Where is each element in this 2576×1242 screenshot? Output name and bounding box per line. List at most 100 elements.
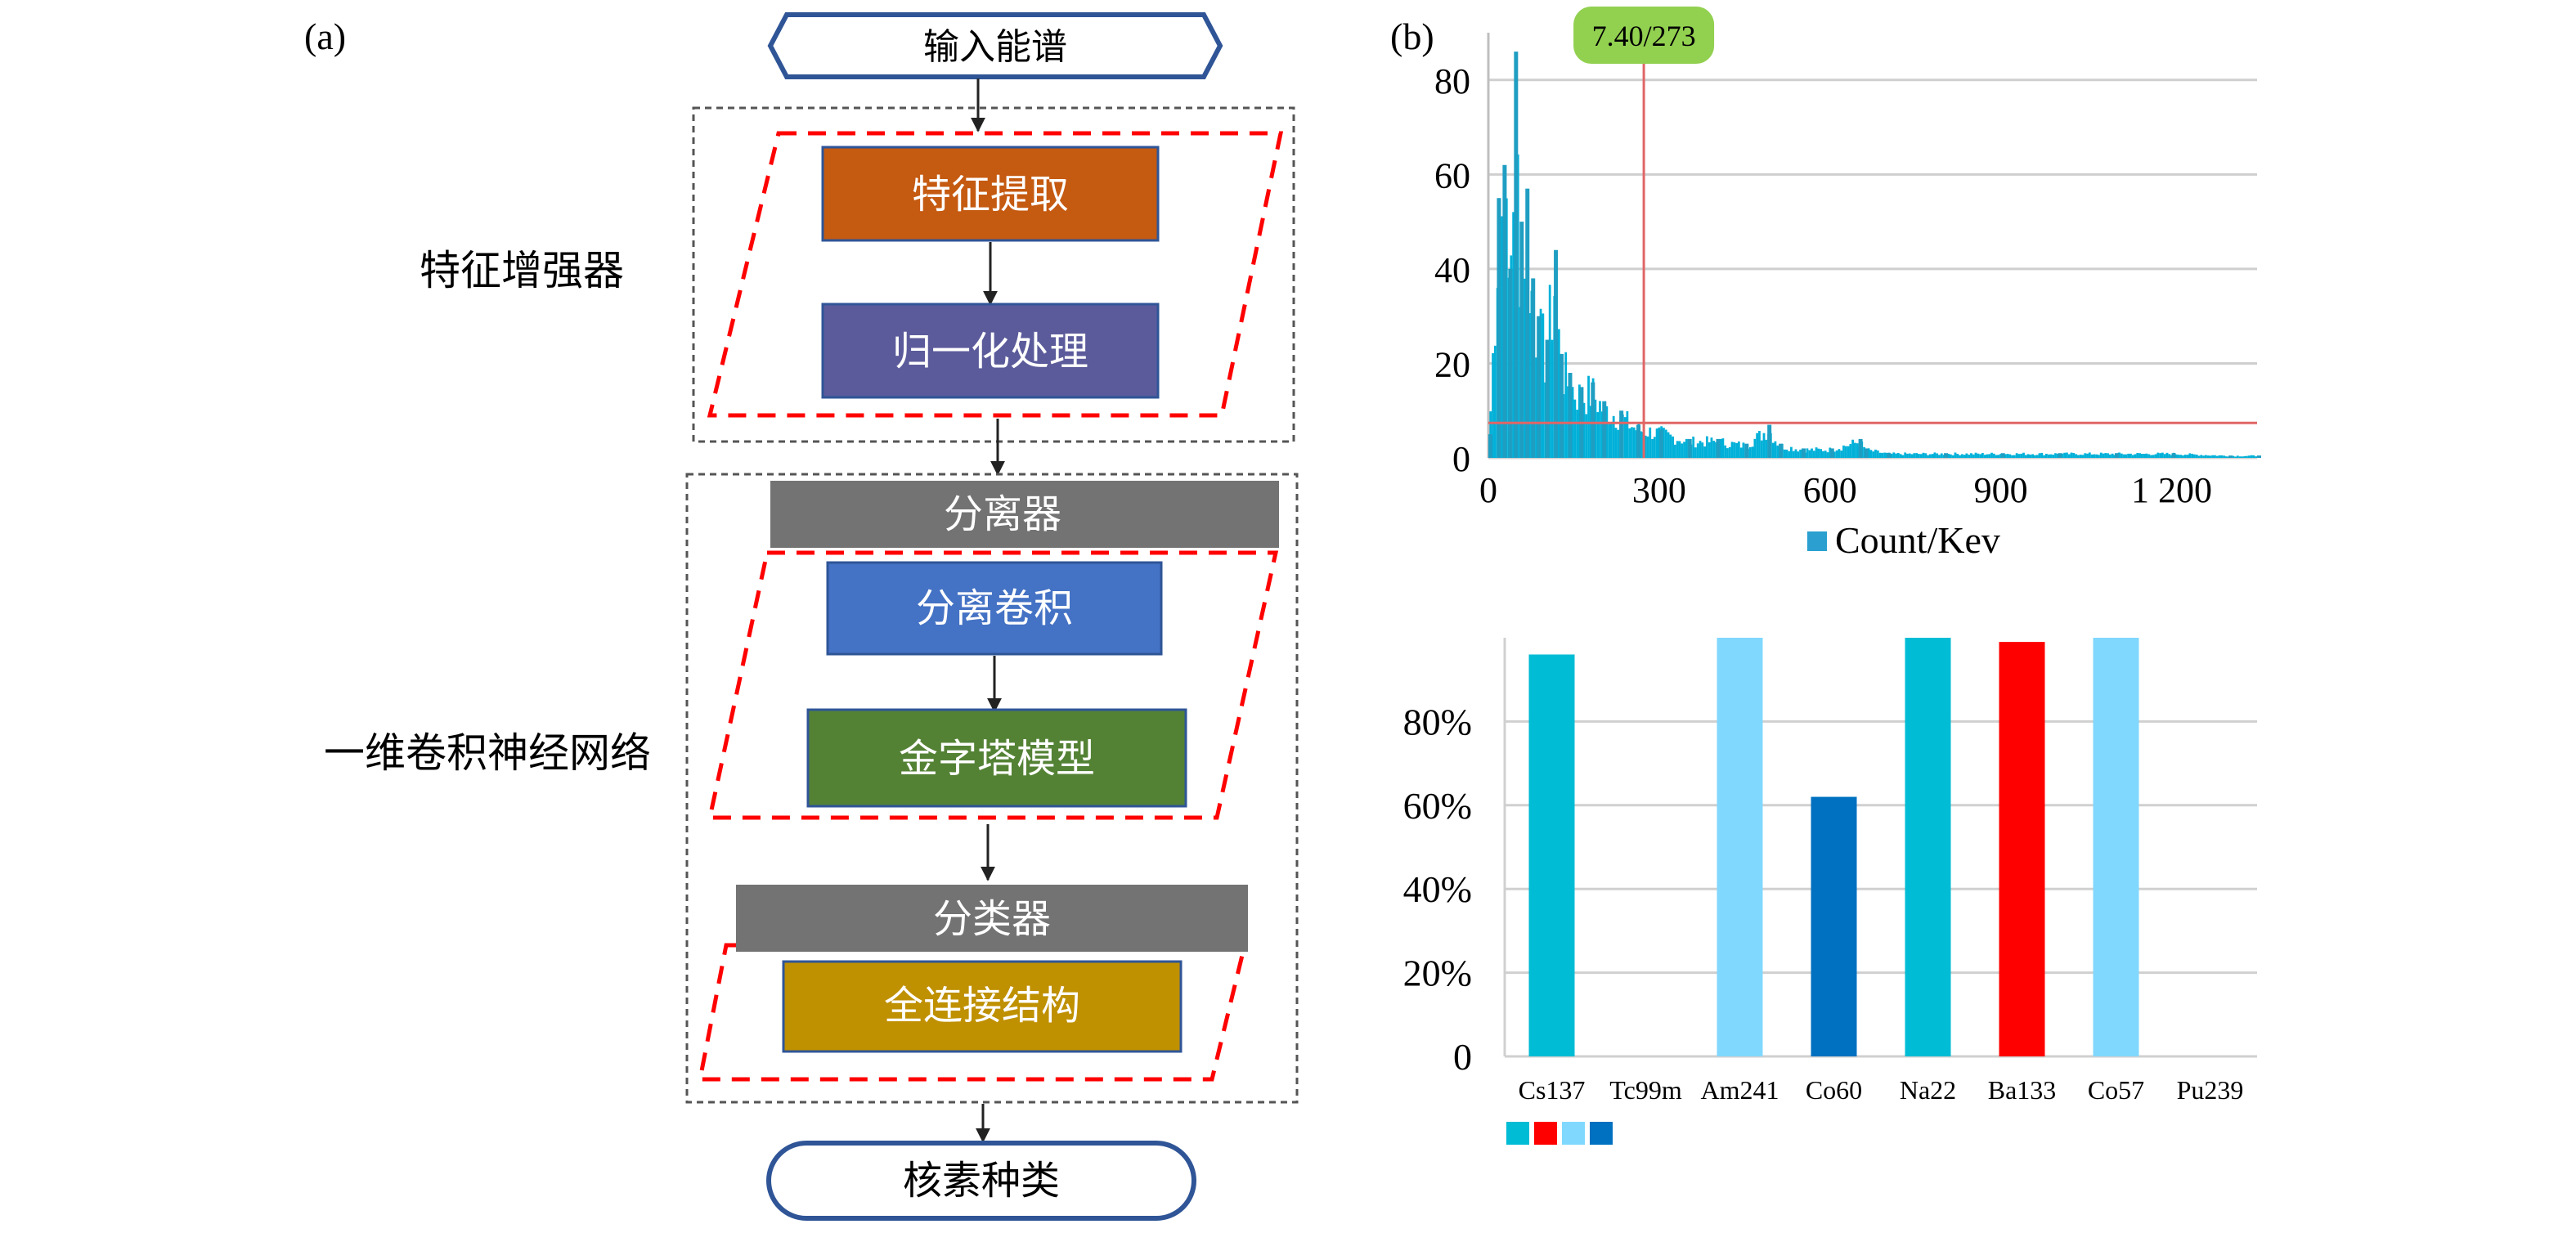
spectrum-bin (2202, 455, 2205, 458)
spectrum-bin (2168, 454, 2171, 458)
spectrum-bin (1730, 442, 1734, 458)
spectrum-bin (1822, 451, 1824, 458)
spectrum-bin (1954, 452, 1957, 458)
spectrum-bin (1646, 436, 1649, 458)
spectrum-bin (1653, 437, 1656, 458)
spectrum-bin (1733, 442, 1736, 458)
spectrum-bin (1737, 441, 1740, 458)
spectrum-bin (1820, 449, 1823, 458)
spectrum-bin (2154, 454, 2157, 458)
spectrum-bin (1924, 453, 1928, 458)
spectrum-bin (2093, 454, 2096, 458)
cursor-badge (1573, 7, 1715, 64)
spectrum-bin (2243, 455, 2246, 458)
spectrum-bin (1919, 454, 1923, 458)
spectrum-bin (1950, 454, 1952, 458)
spectrum-point (1829, 448, 1834, 458)
spectrum-bin (2052, 455, 2055, 458)
spectrum-point (1887, 453, 1892, 458)
spectrum-bin (1933, 452, 1936, 458)
spectrum-bin (2095, 454, 2098, 458)
spectrum-bin (1970, 453, 1972, 458)
spectrum-bin (1753, 438, 1757, 458)
bar-co60 (1811, 796, 1857, 1056)
spectrum-bin (2136, 452, 2139, 458)
spectrum-bin (2081, 455, 2085, 458)
spectrum-bin (2131, 455, 2134, 458)
spectrum-bin (1997, 455, 2000, 458)
spectrum-bin (1977, 453, 1980, 458)
spectrum-bin (1721, 438, 1725, 458)
spectrum-bin (1806, 448, 1809, 458)
spectrum-bin (2150, 455, 2152, 458)
spectrum-bin (2138, 453, 2141, 458)
spectrum-point (1519, 222, 1524, 458)
spectrum-bin (1664, 429, 1667, 458)
spectrum-bin (2218, 455, 2221, 458)
spectrum-bin (1760, 440, 1763, 458)
spectrum-bin (2179, 455, 2183, 458)
spectrum-bin (2118, 452, 2120, 458)
spectrum-x-tick-label: 1 200 (2131, 470, 2212, 510)
spectrum-bin (1922, 452, 1925, 458)
spectrum-y-tick-label: 80 (1434, 61, 1470, 101)
spectrum-bin (1683, 442, 1685, 458)
bar-legend (1506, 1122, 1613, 1145)
spectrum-bin (1856, 443, 1859, 458)
spectrum-bin (2072, 453, 2076, 458)
spectrum-bin (1979, 454, 1981, 458)
spectrum-bin (1719, 439, 1722, 458)
spectrum-bin (2026, 454, 2030, 458)
bar-x-tick-label: Co57 (2088, 1075, 2144, 1105)
spectrum-bin (1557, 329, 1560, 458)
spectrum-point (1591, 382, 1595, 458)
spectrum-bin (1493, 345, 1497, 458)
panel-a-label: (a) (304, 16, 346, 57)
pyramid-label: 金字塔模型 (899, 736, 1095, 782)
spectrum-bin (1751, 446, 1754, 458)
spectrum-bin (1610, 422, 1613, 458)
spectrum-bin (2004, 454, 2007, 458)
spectrum-bin (1726, 448, 1729, 458)
spectrum-bin (1701, 442, 1704, 458)
sep-conv-box (826, 561, 1163, 656)
spectrum-bin (1785, 449, 1788, 458)
spectrum-bin (1628, 428, 1631, 458)
spectrum-bin (2134, 454, 2137, 458)
spectrum-point (1619, 410, 1624, 458)
spectrum-bin (2232, 455, 2235, 458)
spectrum-bin (1815, 447, 1818, 458)
spectrum-point (1545, 339, 1550, 458)
spectrum-bin (2215, 455, 2219, 458)
bar-y-tick-label: 0 (1453, 1036, 1472, 1078)
spectrum-bin (1776, 445, 1779, 458)
spectrum-x-tick-label: 0 (1479, 470, 1497, 510)
spectrum-bin (1983, 455, 1986, 458)
spectrum-bin (1644, 435, 1647, 458)
spectrum-point (1568, 373, 1573, 458)
spectrum-bin (2104, 453, 2107, 458)
spectrum-bin (2191, 454, 2194, 458)
spectrum-bin (1981, 452, 1984, 458)
spectrum-bin (2227, 456, 2230, 458)
spectrum-bin (1968, 455, 1971, 458)
feature-extract-label: 特征提取 (912, 172, 1069, 217)
spectrum-bin (2098, 455, 2100, 458)
spectrum-bin (1826, 452, 1829, 458)
spectrum-bin (2006, 454, 2009, 458)
spectrum-bin (1849, 444, 1852, 458)
spectrum-bin (1974, 452, 1977, 458)
spectrum-bin (2234, 456, 2237, 458)
spectrum-bin (1599, 401, 1601, 458)
bar-x-tick-label: Pu239 (2177, 1075, 2244, 1105)
spectrum-bin (1548, 285, 1551, 458)
spectrum-bin (1817, 448, 1820, 458)
panel-a: (a) 输入能谱 特征增强器 特征提取 归一化处理 一维卷积神经网络 分离器 分… (304, 12, 1299, 1221)
spectrum-bin (1835, 450, 1838, 458)
spectrum-bin (1735, 442, 1738, 458)
spectrum-bin (1892, 452, 1896, 458)
spectrum-bin (1895, 453, 1897, 458)
input-node-label: 输入能谱 (923, 26, 1067, 68)
